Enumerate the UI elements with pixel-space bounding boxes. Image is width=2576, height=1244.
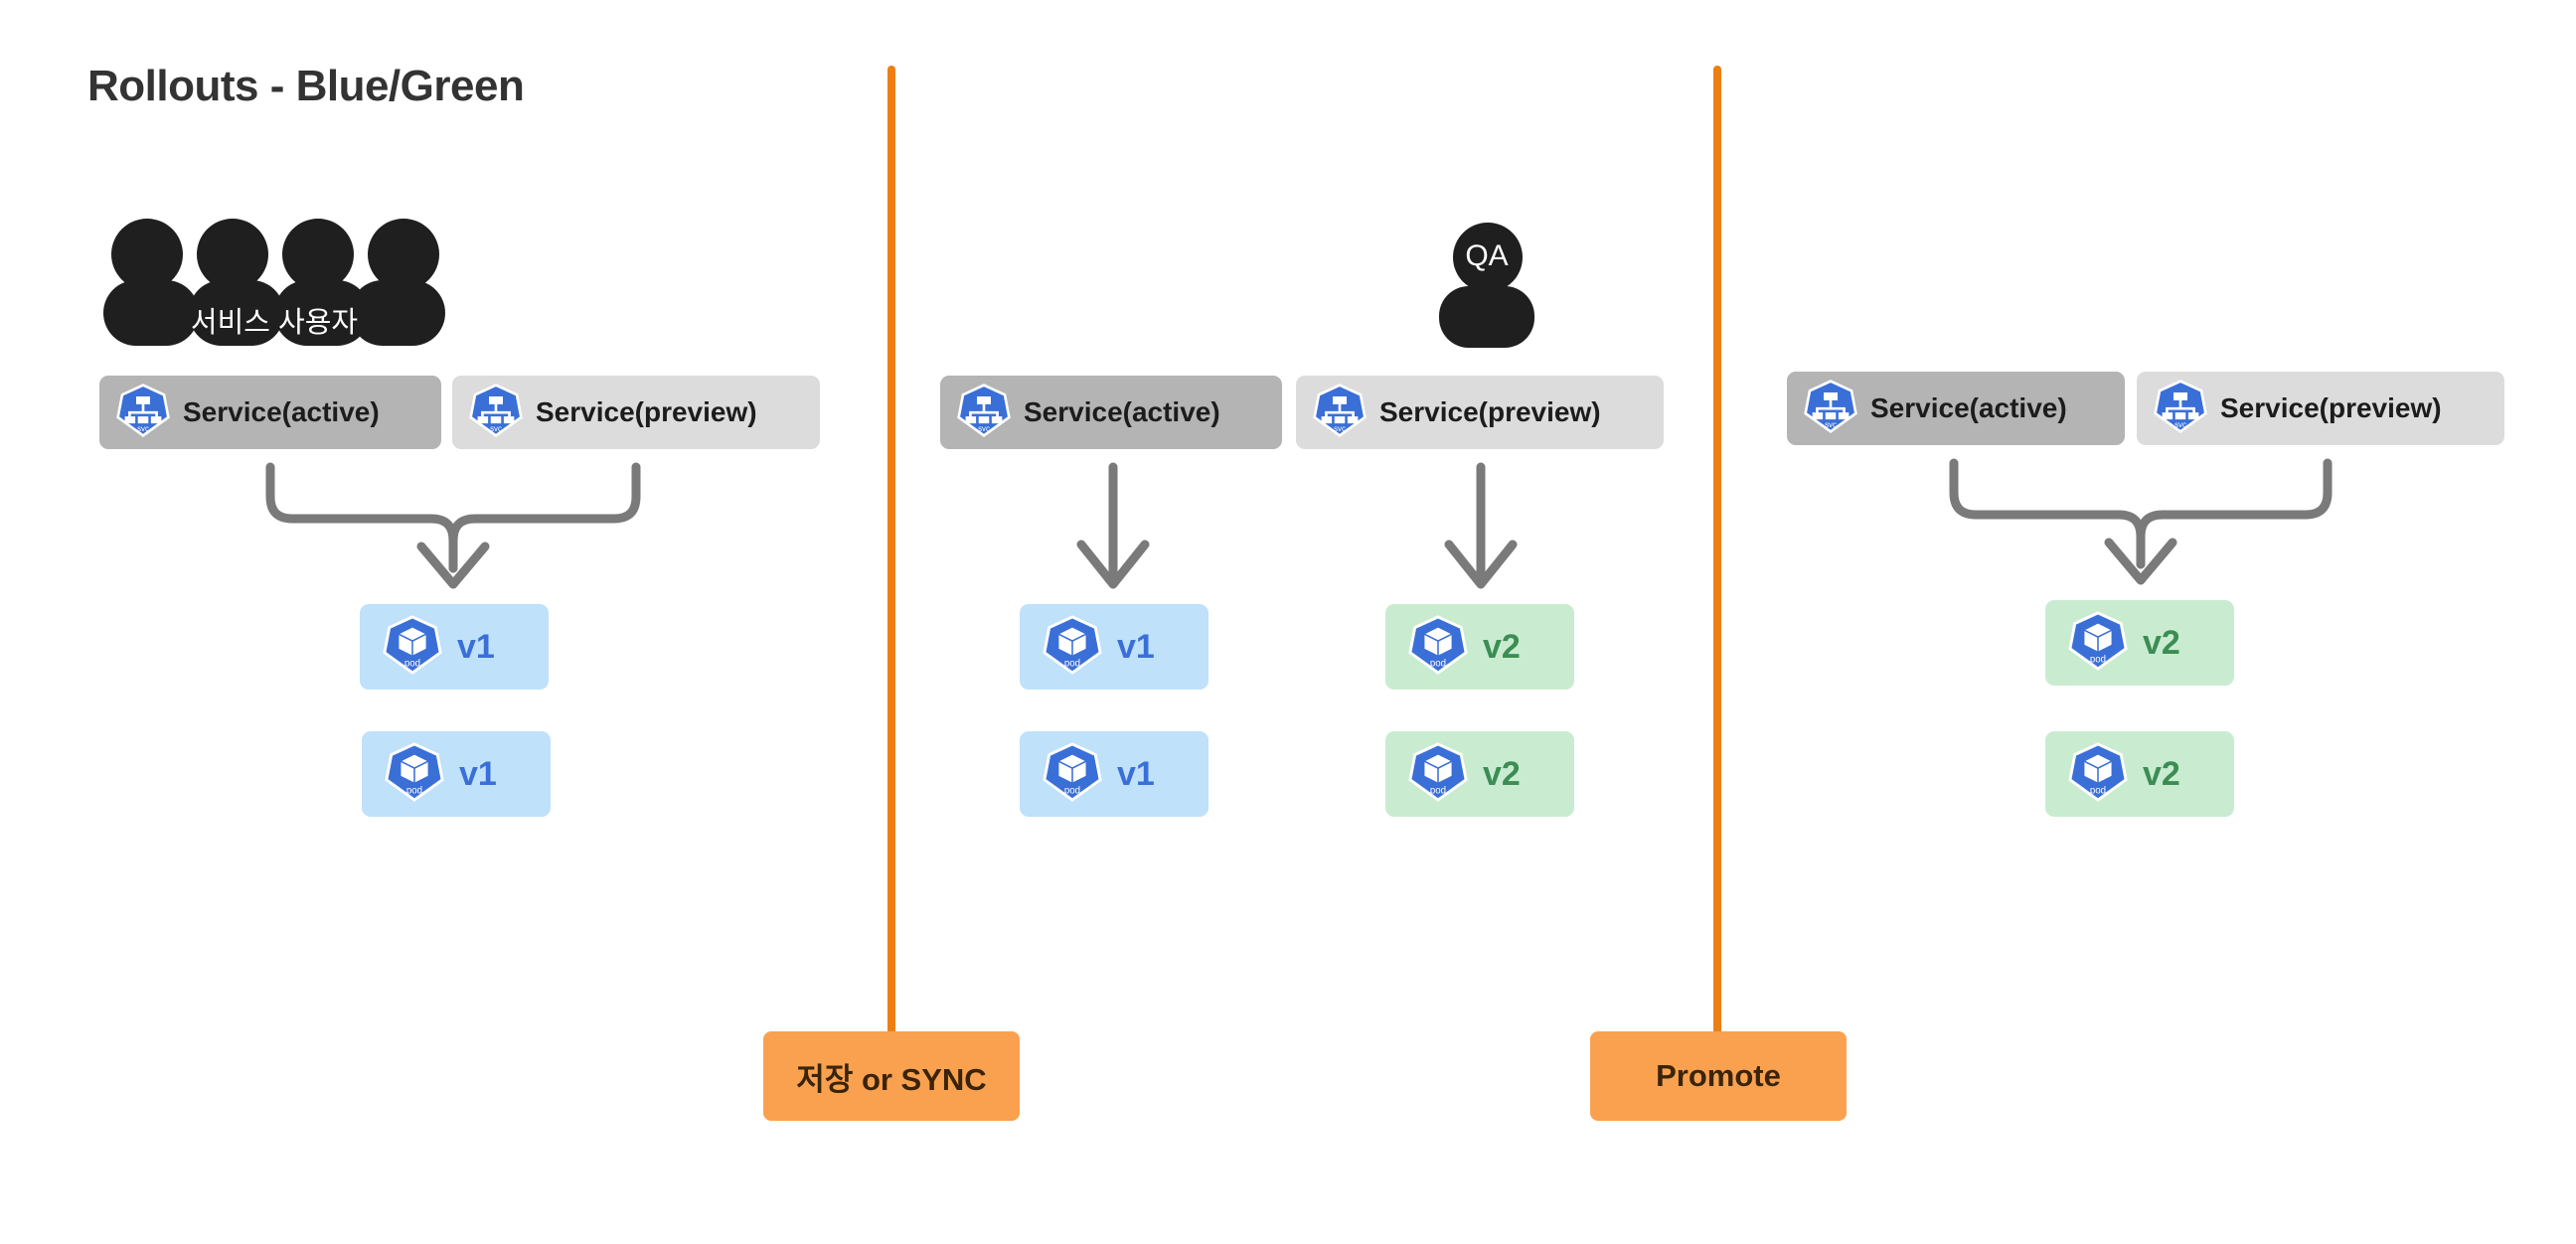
k8s-svc-icon: svc <box>956 383 1012 443</box>
stage-1-pod-1[interactable]: pod v1 <box>360 604 549 690</box>
k8s-svc-icon: svc <box>2153 379 2208 439</box>
stage-3-pod-2-label: v2 <box>2143 754 2180 793</box>
transition-save-or-sync-label: 저장 or SYNC <box>796 1061 987 1097</box>
k8s-pod-icon: pod <box>1042 741 1103 808</box>
svg-text:pod: pod <box>1430 785 1446 796</box>
stage-2-pod-3[interactable]: pod v2 <box>1385 604 1574 690</box>
svg-text:svc: svc <box>137 424 149 433</box>
qa-user-icon <box>1439 223 1534 348</box>
k8s-pod-icon: pod <box>1407 614 1469 681</box>
stage-3-service-active-label: Service(active) <box>1870 392 2067 423</box>
stage-3-pod-2[interactable]: pod v2 <box>2045 731 2234 817</box>
stage-2-routing-arrow-preview <box>1444 462 1518 589</box>
stage-3-service-active[interactable]: svc Service(active) <box>1787 372 2125 445</box>
svg-text:pod: pod <box>2090 654 2106 665</box>
stage-1-service-preview[interactable]: svc Service(preview) <box>452 376 820 449</box>
stage-2-service-preview-label: Service(preview) <box>1379 396 1601 427</box>
k8s-pod-icon: pod <box>1042 614 1103 681</box>
svg-text:svc: svc <box>1334 424 1346 433</box>
svg-text:pod: pod <box>1430 658 1446 669</box>
stage-2-pod-4[interactable]: pod v2 <box>1385 731 1574 817</box>
stage-1-service-preview-label: Service(preview) <box>536 396 757 427</box>
stage-3-service-preview-label: Service(preview) <box>2220 392 2442 423</box>
qa-user-label: QA <box>1465 239 1509 272</box>
stage-1-pod-2-label: v1 <box>459 754 497 793</box>
svg-text:pod: pod <box>2090 785 2106 796</box>
transition-promote-button[interactable]: Promote <box>1590 1031 1847 1121</box>
k8s-svc-icon: svc <box>468 383 524 443</box>
svg-text:pod: pod <box>404 658 420 669</box>
stage-2-pod-1[interactable]: pod v1 <box>1020 604 1208 690</box>
k8s-svc-icon: svc <box>1803 379 1858 439</box>
stage-2-service-active-label: Service(active) <box>1024 396 1220 427</box>
stage-1-service-active-label: Service(active) <box>183 396 380 427</box>
svg-text:svc: svc <box>490 424 502 433</box>
transition-promote-label: Promote <box>1656 1058 1781 1093</box>
stage-divider-2 <box>1713 66 1721 1045</box>
svg-text:pod: pod <box>1064 658 1080 669</box>
stage-2-pod-2[interactable]: pod v1 <box>1020 731 1208 817</box>
user-group-icon <box>103 219 445 346</box>
stage-2-pod-2-label: v1 <box>1117 754 1155 793</box>
stage-divider-1 <box>887 66 895 1045</box>
k8s-pod-icon: pod <box>382 614 443 681</box>
user-group-label: 서비스 사용자 <box>190 307 359 339</box>
k8s-pod-icon: pod <box>1407 741 1469 808</box>
k8s-svc-icon: svc <box>115 383 171 443</box>
stage-2-pod-3-label: v2 <box>1483 627 1521 666</box>
stage-2-pod-4-label: v2 <box>1483 754 1521 793</box>
k8s-pod-icon: pod <box>384 741 445 808</box>
svg-text:pod: pod <box>1064 785 1080 796</box>
k8s-svc-icon: svc <box>1312 383 1368 443</box>
stage-3-service-preview[interactable]: svc Service(preview) <box>2137 372 2504 445</box>
stage-1-service-active[interactable]: svc Service(active) <box>99 376 441 449</box>
stage-1-pod-1-label: v1 <box>457 627 495 666</box>
k8s-pod-icon: pod <box>2067 610 2129 677</box>
svg-text:svc: svc <box>2174 420 2186 429</box>
stage-3-pod-1-label: v2 <box>2143 623 2180 662</box>
k8s-pod-icon: pod <box>2067 741 2129 808</box>
svg-text:pod: pod <box>406 785 422 796</box>
page-title: Rollouts - Blue/Green <box>87 62 525 110</box>
stage-2-routing-arrow-active <box>1076 462 1150 589</box>
stage-1-pod-2[interactable]: pod v1 <box>362 731 551 817</box>
stage-2-service-preview[interactable]: svc Service(preview) <box>1296 376 1664 449</box>
stage-2-pod-1-label: v1 <box>1117 627 1155 666</box>
stage-2-service-active[interactable]: svc Service(active) <box>940 376 1282 449</box>
stage-1-routing-arrow <box>265 462 641 589</box>
transition-save-or-sync-button[interactable]: 저장 or SYNC <box>763 1031 1020 1121</box>
stage-3-pod-1[interactable]: pod v2 <box>2045 600 2234 686</box>
stage-3-routing-arrow <box>1949 458 2333 585</box>
svg-text:svc: svc <box>1825 420 1837 429</box>
svg-text:svc: svc <box>978 424 990 433</box>
